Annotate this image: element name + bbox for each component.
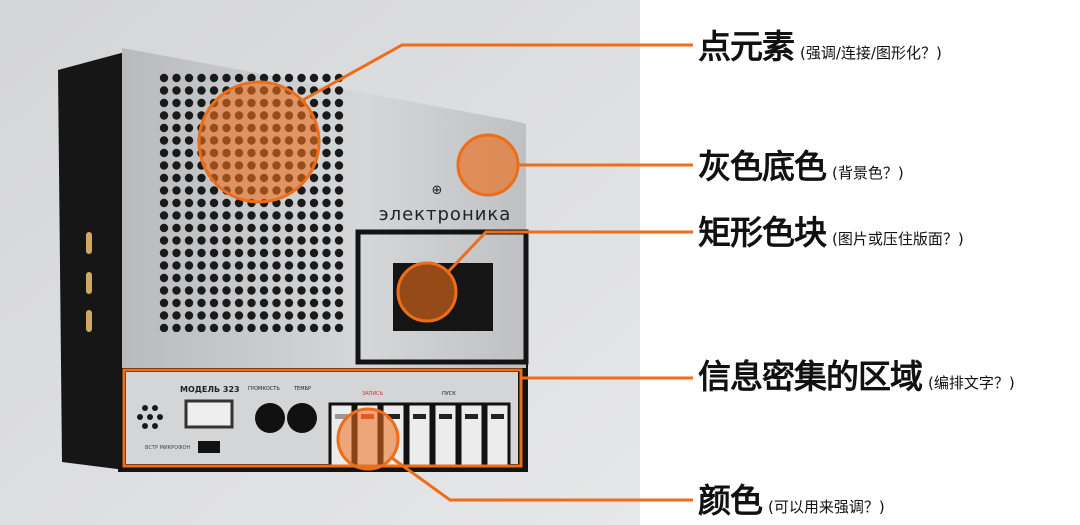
leader-line-3 <box>446 230 693 274</box>
key-indicator <box>387 414 400 419</box>
annotation-dense-area: 信息密集的区域 (编排文字？) <box>698 360 1015 393</box>
cassette-bay <box>355 229 529 365</box>
white-margin <box>640 0 1080 525</box>
annotation-dot-element: 点元素 (强调/连接/图形化？) <box>698 30 942 63</box>
volume-label: ГРОМКОСТЬ <box>248 386 280 392</box>
color-highlight <box>336 407 400 471</box>
key-indicator <box>491 414 504 419</box>
device-side <box>58 52 125 470</box>
level-meter <box>184 399 234 429</box>
play-label: ПУСК <box>442 391 456 397</box>
annotation-note: (强调/连接/图形化？) <box>800 44 942 62</box>
annotation-note: (可以用来强调？) <box>768 498 885 516</box>
dot-element-highlight <box>197 80 321 204</box>
annotation-color: 颜色 (可以用来强调？) <box>698 484 885 517</box>
gray-background-highlight <box>456 133 520 197</box>
mic-jack <box>198 441 220 453</box>
dense-info-area-frame <box>122 368 523 468</box>
leader-line-1 <box>302 43 693 102</box>
rectangle-block-highlight <box>396 261 458 323</box>
key-indicator <box>439 414 452 419</box>
transport-key[interactable] <box>432 402 459 468</box>
annotation-note: (背景色？) <box>832 164 904 182</box>
annotation-gray-background: 灰色底色 (背景色？) <box>698 150 904 183</box>
key-indicator <box>465 414 478 419</box>
annotation-note: (编排文字？) <box>928 374 1015 392</box>
annotation-title: 颜色 <box>698 481 763 520</box>
tone-knob[interactable] <box>287 403 317 433</box>
cassette-recorder: ⊕ электроника МОДЕЛЬ 323 ГРОМКОСТЬ ТЕМБР… <box>58 48 529 472</box>
annotation-title: 信息密集的区域 <box>698 357 923 396</box>
volume-knob[interactable] <box>255 403 285 433</box>
mic-holes <box>137 405 163 429</box>
key-indicator <box>335 414 348 419</box>
model-label: МОДЕЛЬ 323 <box>180 385 240 394</box>
transport-key[interactable] <box>484 402 511 468</box>
mic-label: ВСТР МИКРОФОН <box>145 445 190 451</box>
transport-key[interactable] <box>458 402 485 468</box>
leader-line-5 <box>391 456 693 502</box>
annotation-title: 矩形色块 <box>698 213 827 252</box>
side-controls <box>86 232 92 332</box>
annotation-title: 点元素 <box>698 27 795 66</box>
record-label: ЗАПИСЬ <box>362 391 384 397</box>
annotation-overlays <box>122 43 693 502</box>
transport-key[interactable] <box>406 402 433 468</box>
annotation-title: 灰色底色 <box>698 147 827 186</box>
brand-name: электроника <box>379 204 512 225</box>
annotation-rectangle-block: 矩形色块 (图片或压住版面？) <box>698 216 964 249</box>
brand-logo-mark: ⊕ <box>432 183 443 198</box>
annotation-note: (图片或压住版面？) <box>832 230 964 248</box>
tone-label: ТЕМБР <box>293 386 311 392</box>
key-indicator <box>413 414 426 419</box>
